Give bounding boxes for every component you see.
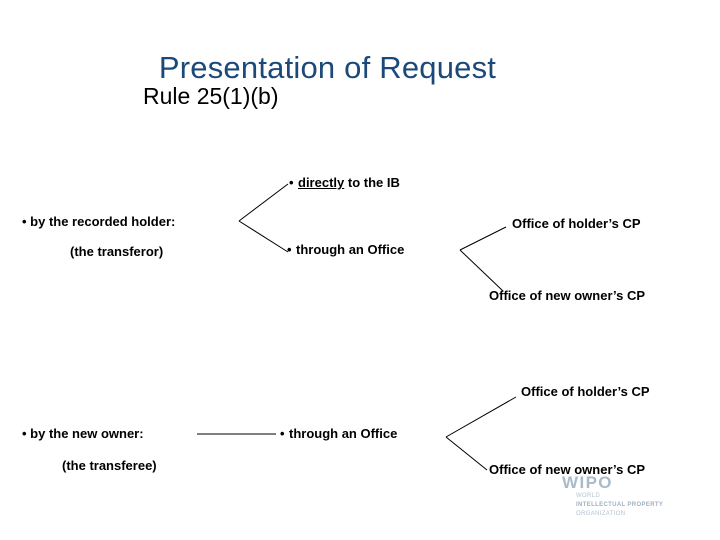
channel-through-an-office-label-2: through an Office [289, 426, 398, 441]
connector-holder-to-office [238, 220, 289, 253]
bullet-icon: • [287, 242, 292, 257]
connector-office-to-newowner-cp [459, 249, 504, 292]
wipo-tagline-line2: INTELLECTUAL PROPERTY [576, 502, 664, 508]
bullet-icon: • [289, 175, 294, 190]
page-title: Presentation of Request [158, 49, 497, 85]
channel-directly-rest: to the IB [344, 175, 400, 190]
actor-note-transferor: (the transferor) [70, 244, 164, 259]
wipo-tagline: WORLD INTELLECTUAL PROPERTY ORGANIZATION [576, 492, 712, 519]
office-holder-cp-2: Office of holder’s CP [521, 384, 650, 399]
wipo-wordmark: WIPO [562, 473, 613, 492]
wipo-logo-watermark: WIPO WORLD INTELLECTUAL PROPERTY ORGANIZ… [562, 474, 712, 519]
channel-directly-to-ib: • directly to the IB [289, 175, 400, 190]
wipo-tagline-line3: ORGANIZATION [576, 511, 626, 517]
channel-directly-emphasis: directly [298, 175, 345, 190]
bullet-icon: • [280, 426, 285, 441]
channel-through-an-office-label-1: through an Office [296, 242, 405, 257]
connector-holder-to-directly [238, 183, 289, 222]
channel-through-an-office-1: • through an Office [287, 242, 405, 257]
office-holder-cp-1: Office of holder’s CP [512, 216, 641, 231]
connector-office-to-holder-cp [459, 226, 507, 251]
office-new-owner-cp-1: Office of new owner’s CP [489, 288, 646, 303]
connector-office2-to-holder-cp [445, 396, 517, 438]
office-new-owner-cp-2: Office of new owner’s CP [489, 462, 646, 477]
actor-note-transferee: (the transferee) [62, 458, 157, 473]
slide-subtitle: Rule 25(1)(b) [143, 83, 279, 109]
channel-through-an-office-2: • through an Office [280, 426, 398, 441]
actor-recorded-holder: • by the recorded holder: [22, 214, 176, 229]
connector-office2-to-newowner-cp [445, 436, 488, 471]
actor-new-owner: • by the new owner: [22, 426, 144, 441]
wipo-tagline-line1: WORLD [576, 493, 601, 499]
